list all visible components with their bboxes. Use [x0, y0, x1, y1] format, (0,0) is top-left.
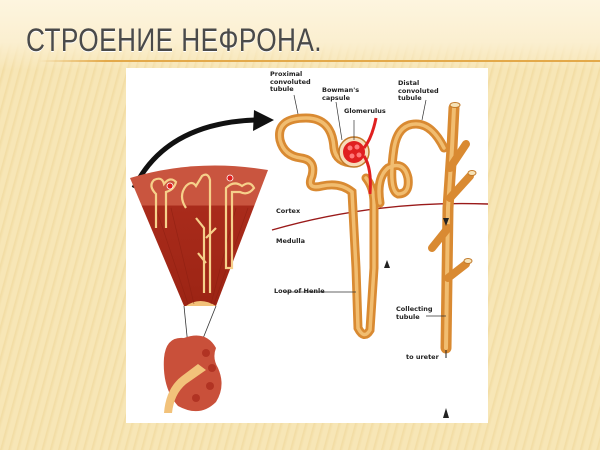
nephron-tubule — [275, 102, 474, 354]
kidney-icon — [163, 335, 222, 413]
kidney-wedge — [130, 165, 268, 306]
label-distal-tubule: Distal convoluted tubule — [398, 79, 439, 102]
label-medulla: Medulla — [276, 237, 305, 245]
arrow-icon — [131, 110, 274, 190]
label-glomerulus: Glomerulus — [344, 107, 386, 115]
label-proximal-tubule: Proximal convoluted tubule — [270, 70, 311, 93]
title-underline — [38, 60, 600, 62]
glomerulus-icon — [338, 117, 378, 195]
label-loop-of-henle: Loop of Henle — [274, 287, 325, 295]
nephron-diagram: Proximal convoluted tubule Bowman's caps… — [126, 68, 488, 423]
slide-header-background — [0, 0, 600, 70]
label-to-ureter: to ureter — [406, 353, 439, 361]
label-cortex: Cortex — [276, 207, 301, 215]
nephron-illustration — [130, 94, 488, 418]
label-bowmans-capsule: Bowman's capsule — [322, 86, 360, 102]
label-collecting-tubule: Collecting tubule — [396, 305, 433, 321]
slide-title: СТРОЕНИЕ НЕФРОНА. — [26, 22, 322, 58]
